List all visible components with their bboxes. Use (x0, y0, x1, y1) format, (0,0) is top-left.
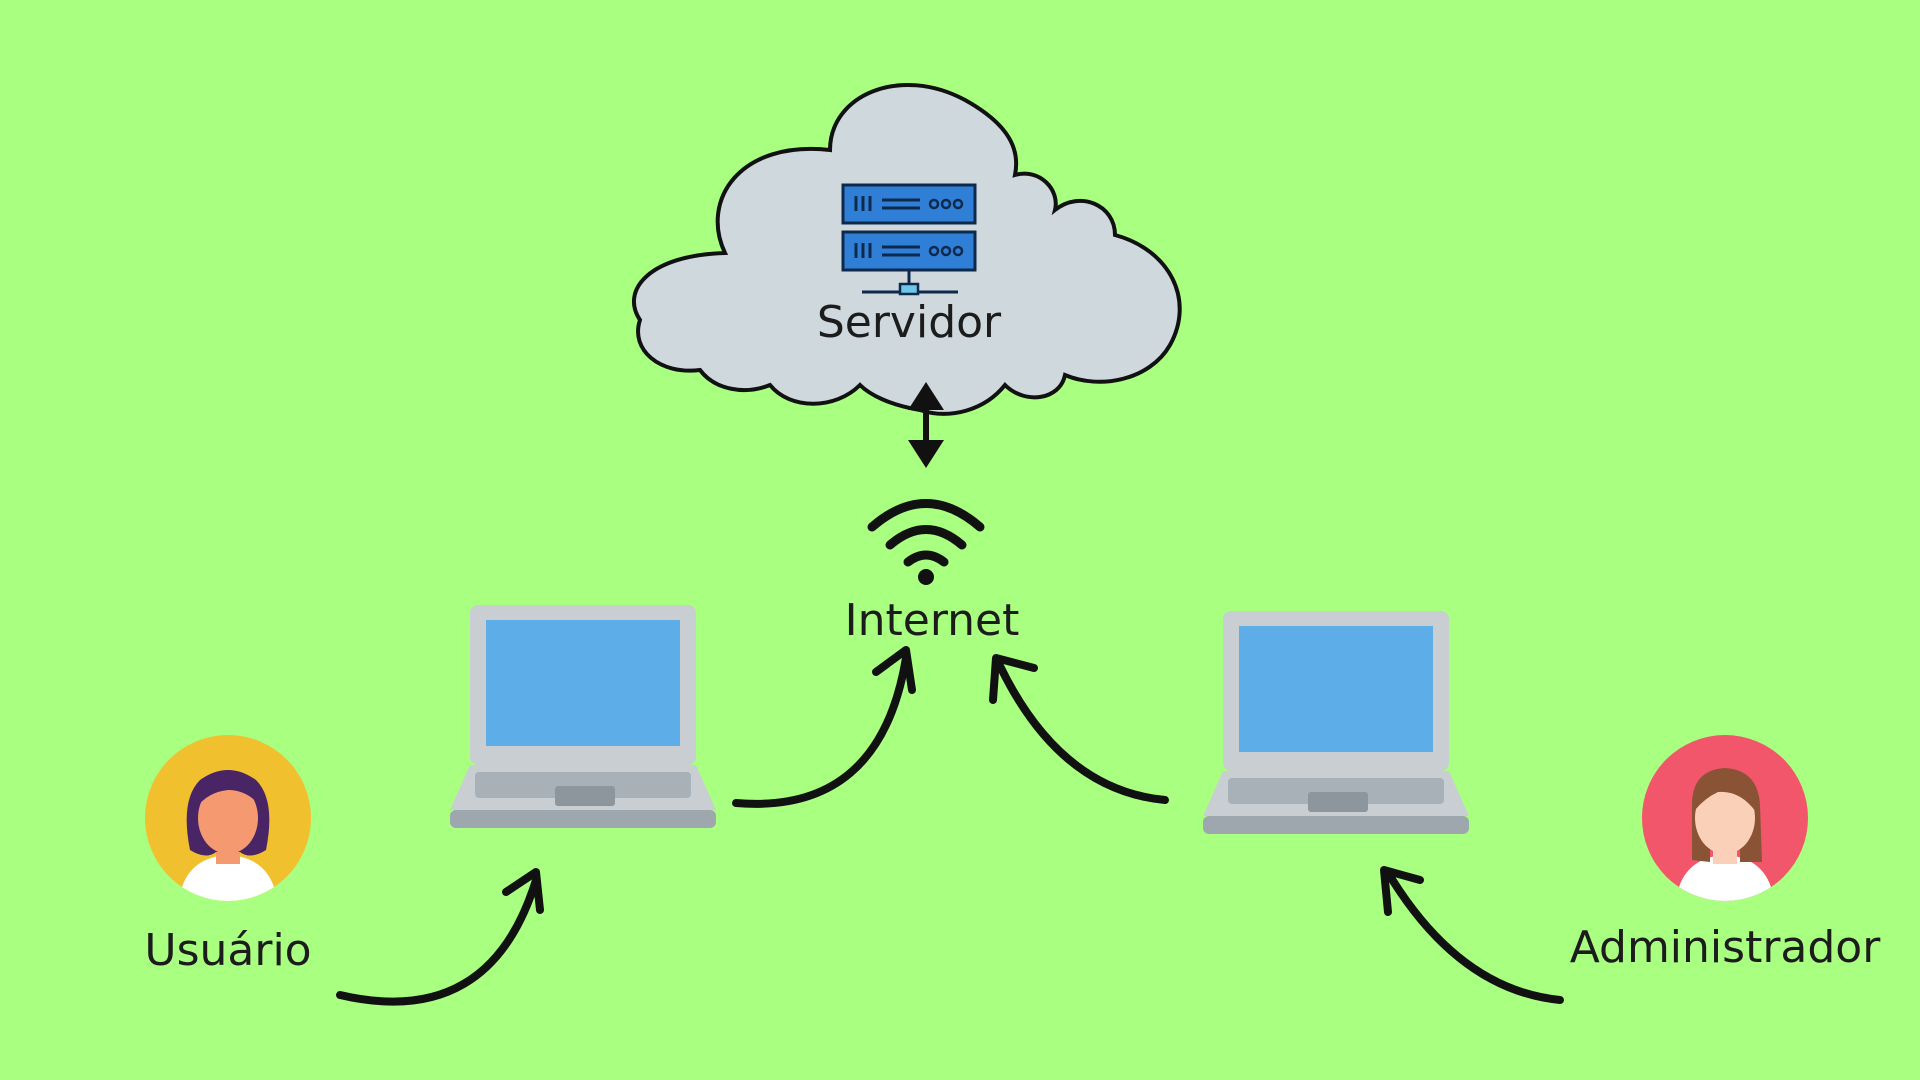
arrow-laptop-to-internet (732, 646, 916, 808)
arrow-admin-to-laptop (1380, 866, 1564, 1004)
arrow-user-to-laptop (336, 868, 544, 1006)
arrow-up-icon (908, 382, 944, 410)
internet-label: Internet (845, 595, 1020, 646)
admin-avatar (1642, 735, 1808, 901)
woman-avatar-icon (178, 770, 278, 901)
server-label: Servidor (817, 297, 1002, 348)
arrow-admin-laptop-to-internet (989, 654, 1169, 804)
admin-label: Administrador (1570, 922, 1882, 973)
arrow-down-icon (908, 440, 944, 468)
cloud-internet-link (908, 382, 944, 468)
laptop-icon (1203, 611, 1469, 834)
laptop-icon (450, 605, 716, 828)
user-avatar (145, 735, 311, 901)
server-cloud: Servidor (632, 83, 1182, 416)
server-rack-icon (841, 183, 977, 296)
woman-avatar-icon (1675, 768, 1775, 901)
wifi-icon (867, 499, 985, 585)
user-label: Usuário (144, 925, 311, 976)
